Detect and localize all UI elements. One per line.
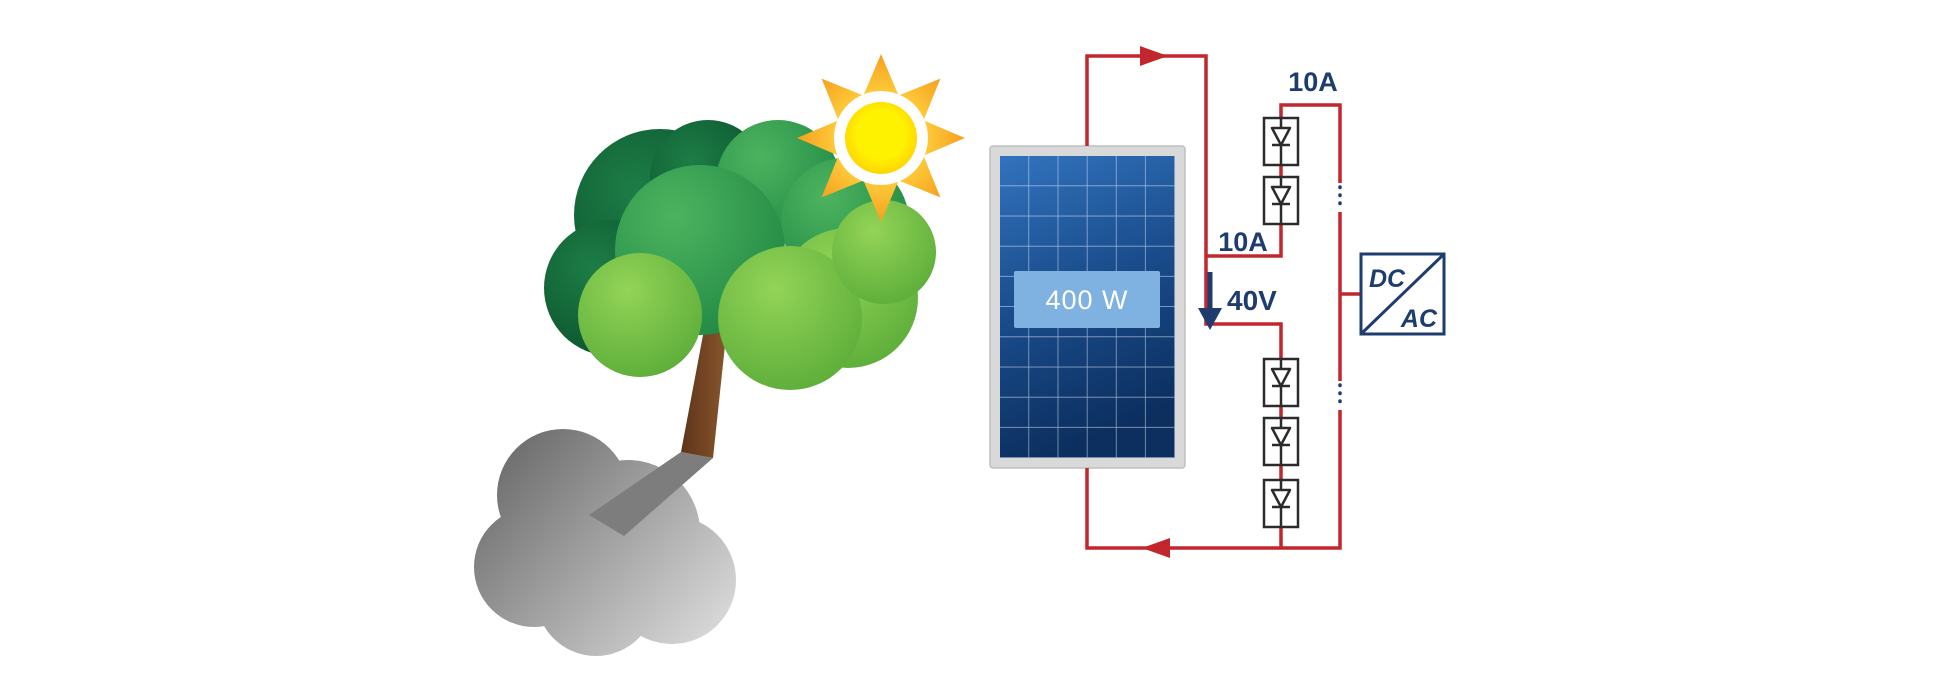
voltage-label: 40V	[1227, 285, 1277, 316]
current-label-mid: 10A	[1218, 227, 1268, 257]
current-label-top: 10A	[1288, 67, 1338, 97]
dc-ac-inverter-icon	[1359, 252, 1446, 336]
cloud-blob	[536, 536, 656, 656]
solar-cell-icon	[1262, 357, 1300, 408]
tree-foliage	[544, 120, 936, 390]
current-arrow-right-icon	[1140, 46, 1168, 66]
inverter-diagonal	[1359, 252, 1446, 336]
solar-cell-icon	[1262, 416, 1300, 467]
solar-panel: 400 W	[989, 145, 1186, 469]
current-arrow-left-icon	[1142, 538, 1170, 558]
solar-cell-icon	[1262, 175, 1300, 226]
circuit-arrowheads	[1140, 46, 1170, 558]
solar-cell-icon	[1262, 478, 1300, 529]
panel-power-label: 400 W	[1045, 285, 1128, 315]
wire-segment	[1279, 103, 1342, 183]
tree-icon	[544, 120, 936, 536]
solar-cell-icon	[1262, 116, 1300, 167]
inverter-ac-label: AC	[1400, 305, 1438, 333]
sun-core	[845, 102, 917, 174]
sun-icon	[797, 54, 965, 222]
trunk-shadow	[589, 452, 713, 536]
wire-segment	[1085, 410, 1342, 550]
wire-segment	[1206, 224, 1283, 258]
voltage-arrow-head	[1198, 308, 1222, 330]
inverter-dc-label: DC	[1369, 265, 1406, 293]
power-label-box	[1014, 271, 1160, 328]
cell-string-bottom	[1262, 357, 1300, 529]
diagram-labels: 10A 10A 40V DC AC	[1198, 67, 1438, 333]
wire-segment	[1085, 54, 1283, 359]
circuit-wires	[1085, 54, 1361, 550]
